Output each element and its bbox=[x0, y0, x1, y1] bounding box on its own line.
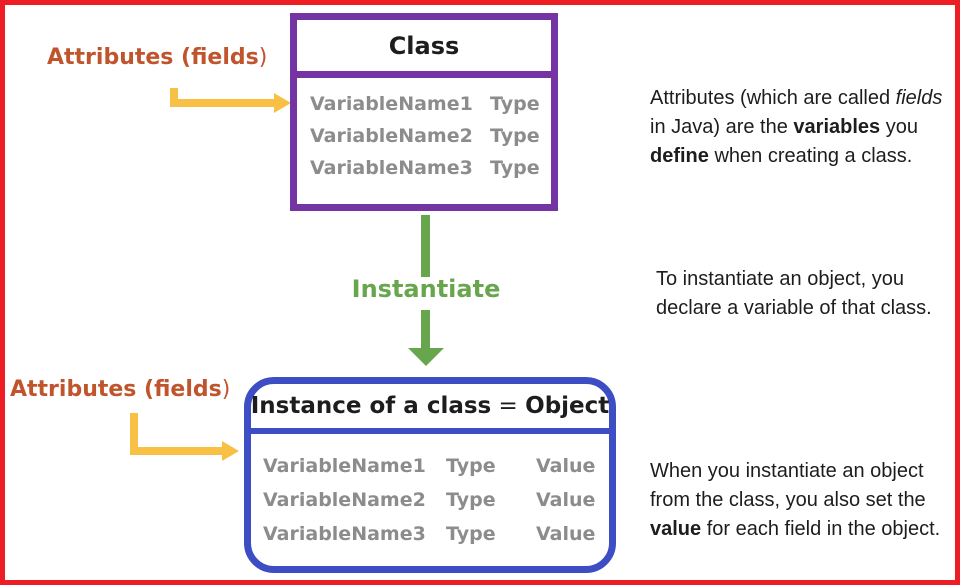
note-instantiate: To instantiate an object, you declare a … bbox=[656, 265, 932, 323]
note-text: when creating a class. bbox=[708, 145, 913, 167]
green-arrowhead-icon bbox=[408, 348, 444, 366]
instance-box: Instance of a class = Object VariableNam… bbox=[244, 377, 616, 573]
note-text-bold: value bbox=[650, 518, 702, 540]
field-row: VariableName2 Type Value bbox=[251, 483, 609, 517]
note-text-bold: define bbox=[650, 145, 709, 167]
note-text-bold: variables bbox=[793, 116, 881, 138]
yellow-arrow-horizontal-top bbox=[170, 99, 274, 107]
class-box-title: Class bbox=[297, 20, 551, 78]
instance-box-title: Instance of a class = Object bbox=[251, 384, 609, 434]
attributes-fields-label-bold: Attributes (fields bbox=[47, 45, 259, 70]
field-name: VariableName3 bbox=[263, 523, 426, 545]
field-row: VariableName3 Type Value bbox=[251, 517, 609, 551]
note-line: Attributes (which are called fields bbox=[650, 84, 942, 113]
attributes-fields-label-bold: Attributes (fields bbox=[10, 377, 222, 402]
yellow-arrow-vertical-top bbox=[170, 88, 178, 107]
field-name: VariableName1 bbox=[310, 93, 473, 115]
note-line: When you instantiate an object bbox=[650, 460, 924, 482]
green-arrow-segment-top bbox=[421, 215, 430, 277]
instance-title-right: Object bbox=[525, 393, 610, 419]
field-type: Type bbox=[446, 523, 496, 545]
field-name: VariableName2 bbox=[310, 125, 473, 147]
note-text-italic: fields bbox=[895, 87, 943, 109]
yellow-arrowhead-icon-bottom bbox=[222, 441, 239, 461]
field-row: VariableName3 Type bbox=[297, 152, 551, 184]
note-text: Attributes (which are called bbox=[650, 87, 896, 109]
field-row: VariableName1 Type Value bbox=[251, 449, 609, 483]
field-value: Value bbox=[536, 489, 596, 511]
field-type: Type bbox=[446, 489, 496, 511]
note-text: for each field in the object. bbox=[701, 518, 941, 540]
attributes-fields-label-paren: ) bbox=[258, 45, 268, 70]
note-line: To instantiate an object, you bbox=[656, 268, 904, 290]
attributes-fields-label-instance: Attributes (fields) bbox=[10, 377, 230, 402]
attributes-fields-label-class: Attributes (fields) bbox=[47, 45, 267, 70]
instantiate-label: Instantiate bbox=[351, 275, 501, 303]
field-type: Type bbox=[490, 93, 540, 115]
instance-title-left: Instance of a class bbox=[250, 393, 492, 419]
note-text: in Java) are the bbox=[650, 116, 794, 138]
field-value: Value bbox=[536, 523, 596, 545]
green-arrow-segment-bottom bbox=[421, 310, 430, 348]
field-row: VariableName2 Type bbox=[297, 120, 551, 152]
field-name: VariableName2 bbox=[263, 489, 426, 511]
field-value: Value bbox=[536, 455, 596, 477]
field-name: VariableName3 bbox=[310, 157, 473, 179]
attributes-fields-label-paren: ) bbox=[221, 377, 231, 402]
note-line: from the class, you also set the bbox=[650, 489, 926, 511]
note-attributes: Attributes (which are called fields in J… bbox=[650, 84, 942, 171]
yellow-arrow-horizontal-bottom bbox=[130, 447, 222, 455]
field-type: Type bbox=[446, 455, 496, 477]
field-name: VariableName1 bbox=[263, 455, 426, 477]
note-line: value for each field in the object. bbox=[650, 515, 940, 544]
yellow-arrow-vertical-bottom bbox=[130, 413, 138, 455]
note-line: in Java) are the variables you bbox=[650, 113, 942, 142]
field-type: Type bbox=[490, 125, 540, 147]
note-text: you bbox=[880, 116, 918, 138]
note-line: declare a variable of that class. bbox=[656, 297, 932, 319]
instance-title-equals: = bbox=[491, 393, 526, 419]
field-type: Type bbox=[490, 157, 540, 179]
note-line: define when creating a class. bbox=[650, 142, 942, 171]
field-row: VariableName1 Type bbox=[297, 88, 551, 120]
note-value: When you instantiate an object from the … bbox=[650, 457, 940, 544]
yellow-arrowhead-icon-top bbox=[274, 93, 291, 113]
